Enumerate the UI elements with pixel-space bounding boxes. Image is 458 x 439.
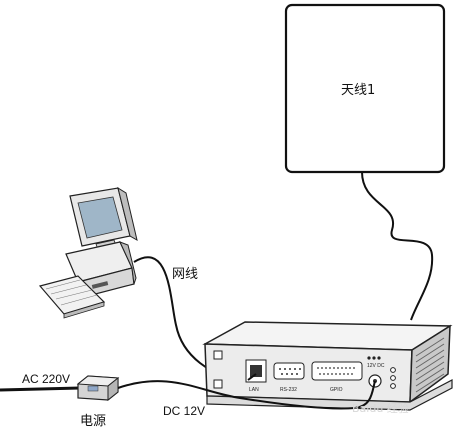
rs232-port-label: RS-232 [280, 387, 297, 393]
computer-icon [38, 186, 138, 319]
power-adapter [76, 375, 120, 402]
status-leds [367, 356, 381, 360]
ac-power-line [0, 386, 81, 392]
antenna-label: 天线1 [341, 83, 375, 98]
lan-port-label: LAN [249, 387, 259, 393]
power-adapter-label: 电源 [80, 414, 106, 429]
antenna-panel: 天线1 [284, 3, 446, 174]
antenna-cable [361, 171, 434, 321]
dc-power-cable [117, 380, 376, 410]
gpio-port-label: GPIO [330, 387, 343, 393]
dc-port-label: 12V DC [367, 363, 385, 369]
rs232-port [273, 362, 305, 380]
antenna-ports [390, 367, 396, 389]
dc-voltage-label: DC 12V [163, 404, 205, 418]
rfid-reader: LAN RS-232 GPIO 12V DC [202, 321, 453, 411]
ac-voltage-label: AC 220V [22, 372, 70, 386]
gpio-port [311, 361, 363, 381]
network-cable-label: 网线 [172, 267, 198, 282]
watermark: Baidu 经验 [352, 401, 409, 415]
